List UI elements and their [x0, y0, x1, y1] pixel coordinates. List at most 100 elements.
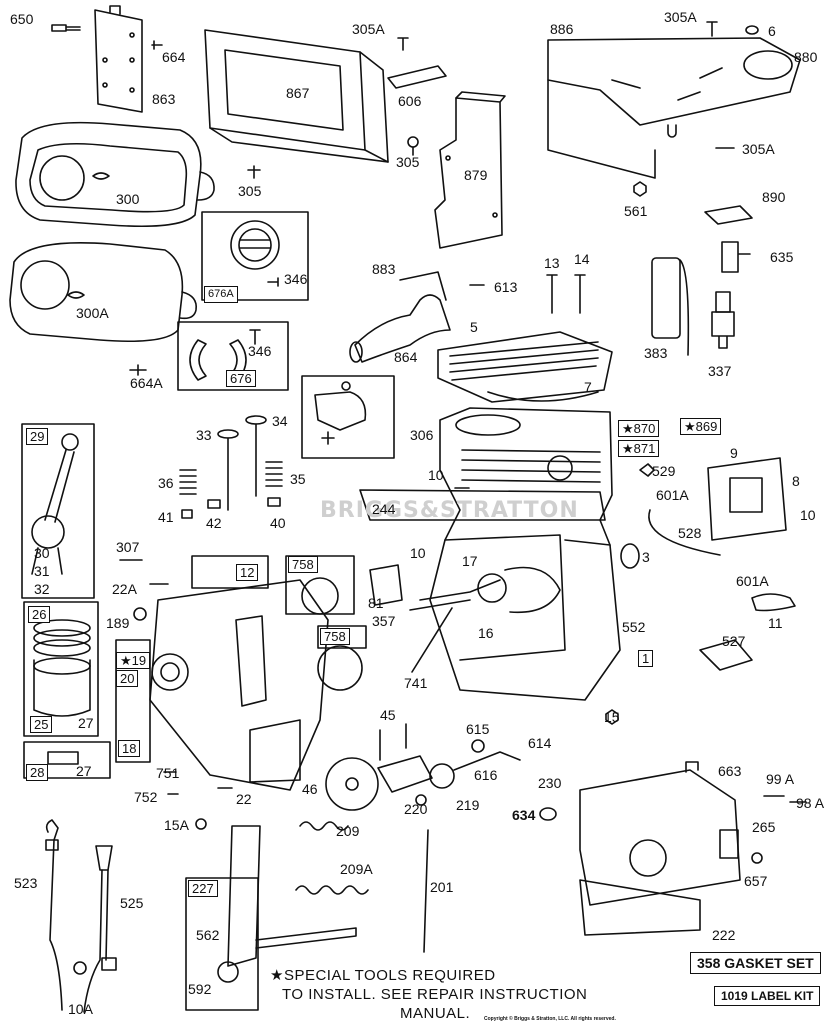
tube-525-drawing — [84, 846, 116, 1012]
part-label: 300 — [116, 191, 140, 207]
part-label: 22A — [112, 581, 137, 597]
part-label: 3 — [642, 549, 650, 565]
part-label: 615 — [466, 721, 490, 737]
part-label: 13 — [544, 255, 560, 271]
part-label: 305 — [238, 183, 262, 199]
muffler-300-drawing — [16, 123, 214, 227]
coil-383-drawing — [652, 258, 688, 355]
muffler-300a-drawing — [10, 243, 196, 341]
nut-561-drawing — [634, 182, 646, 196]
part-label: 17 — [462, 553, 478, 569]
boxed-part-label: 25 — [30, 716, 53, 733]
part-label: 306 — [410, 427, 434, 443]
part-label: 209 — [336, 823, 360, 839]
part-label: 528 — [678, 525, 702, 541]
part-label: 15 — [604, 709, 620, 725]
part-label: 529 — [652, 463, 676, 479]
screw-664a-drawing — [130, 365, 146, 375]
bracket-863-drawing — [95, 6, 142, 112]
part-label: 10A — [68, 1001, 93, 1017]
guard-676a-drawing — [202, 212, 308, 300]
label-kit-label: 1019 LABEL KIT — [714, 986, 821, 1006]
part-label: 201 — [430, 879, 454, 895]
part-label: 305A — [742, 141, 775, 157]
boxed-part-label: 28 — [26, 764, 49, 781]
part-label: 31 — [34, 563, 50, 579]
part-label: 562 — [196, 927, 220, 943]
boxed-part-label: ★869 — [680, 418, 722, 435]
part-label: 220 — [404, 801, 428, 817]
boxed-part-label: 1 — [638, 650, 654, 667]
part-label: 601A — [736, 573, 769, 589]
dipstick-523-drawing — [46, 820, 62, 1010]
boxed-part-label: 676 — [226, 370, 256, 387]
pipe-864-drawing — [350, 272, 450, 362]
copyright-text: Copyright © Briggs & Stratton, LLC. All … — [484, 1016, 616, 1022]
boxed-part-label: 29 — [26, 428, 49, 445]
crankshaft-drawing — [410, 568, 560, 613]
part-label: 752 — [134, 789, 158, 805]
part-label: 10 — [410, 545, 426, 561]
part-label: 606 — [398, 93, 422, 109]
link-201-drawing — [424, 830, 428, 952]
piston-26-drawing — [24, 602, 98, 736]
boxed-part-label: 227 — [188, 880, 218, 897]
engine-block-drawing — [430, 408, 620, 700]
washer-220-drawing — [416, 795, 426, 805]
shield-879-drawing — [435, 92, 505, 248]
part-label: 650 — [10, 11, 34, 27]
gasket-7-drawing — [488, 392, 598, 401]
screw-305-mid-drawing — [248, 166, 260, 178]
boxed-part-label: 758 — [288, 556, 318, 573]
part-label: 32 — [34, 581, 50, 597]
screw-305a-drawing — [398, 38, 408, 50]
plug-15-drawing — [606, 710, 618, 724]
part-label: 864 — [394, 349, 418, 365]
valves-33-34-drawing — [218, 416, 266, 510]
governor-gear-758-drawing — [286, 556, 366, 690]
part-label: 863 — [152, 91, 176, 107]
part-label: 11 — [768, 615, 783, 631]
boxed-part-label: 12 — [236, 564, 259, 581]
box-18-drawing — [116, 640, 150, 762]
special-tools-note: ★SPECIAL TOOLS REQUIRED TO INSTALL. SEE … — [270, 966, 587, 1023]
part-label: 16 — [478, 625, 494, 641]
governor-219-drawing — [430, 740, 520, 788]
boxed-part-label: ★19 — [116, 652, 151, 669]
boxed-part-label: ★871 — [618, 440, 660, 457]
pin-28-drawing — [24, 742, 110, 778]
cap-635-drawing — [722, 242, 750, 272]
screw-305-drawing — [408, 137, 418, 155]
part-label: 81 — [368, 595, 384, 611]
part-label: 33 — [196, 427, 212, 443]
part-label: 45 — [380, 707, 396, 723]
control-bracket-222-drawing — [580, 762, 740, 935]
part-label: 867 — [286, 85, 310, 101]
screw-10a-drawing — [74, 962, 86, 974]
part-label: 523 — [14, 875, 38, 891]
part-label: 616 — [474, 767, 498, 783]
part-label: 751 — [156, 765, 180, 781]
plate-606-drawing — [388, 66, 446, 88]
part-label: 99 A — [766, 771, 795, 787]
clip-529-drawing — [640, 464, 654, 476]
screws-307-22a-drawing — [120, 560, 168, 620]
boxed-part-label: 26 — [28, 606, 51, 623]
part-label: 219 — [456, 797, 480, 813]
hose-601a-drawing — [752, 594, 795, 611]
note-line-1: ★SPECIAL TOOLS REQUIRED — [270, 967, 496, 984]
part-label: 230 — [538, 775, 562, 791]
camshaft-46-drawing — [326, 724, 432, 810]
part-label: 10 — [428, 467, 444, 483]
spring-35-drawing — [266, 462, 282, 486]
part-label: 886 — [550, 21, 574, 37]
boxed-part-label: 20 — [116, 670, 139, 687]
part-label: 657 — [744, 873, 768, 889]
spring-209-drawing — [300, 822, 348, 830]
part-label: 189 — [106, 615, 130, 631]
part-label: 346 — [248, 343, 272, 359]
clip-890-drawing — [705, 206, 752, 224]
part-label: 635 — [770, 249, 794, 265]
part-label: 305A — [664, 9, 697, 25]
part-label: 634 — [512, 807, 536, 823]
